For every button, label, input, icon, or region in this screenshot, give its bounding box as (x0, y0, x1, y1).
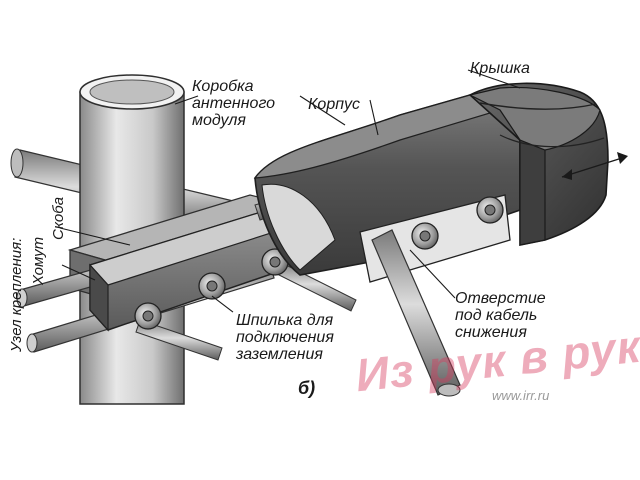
label-bracket: Скоба (50, 196, 67, 240)
cover (468, 82, 609, 246)
cover-direction-arrow (561, 152, 628, 180)
label-antenna-module-box: Коробка антенного модуля (192, 78, 276, 129)
label-grounding-stud: Шпилька для подключения заземления (236, 312, 334, 363)
figure-label: б) (298, 378, 316, 398)
label-mount-node: Узел крепления: (8, 237, 25, 352)
downlead-cable (371, 229, 461, 397)
label-cover: Крышка (470, 60, 530, 77)
label-clamp: Хомут (30, 236, 47, 285)
label-cable-hole: Отверстие под кабель снижения (455, 290, 546, 341)
leader-lines (59, 69, 521, 313)
watermark-url: www.irr.ru (492, 388, 550, 403)
label-housing-body: Корпус (308, 96, 361, 113)
